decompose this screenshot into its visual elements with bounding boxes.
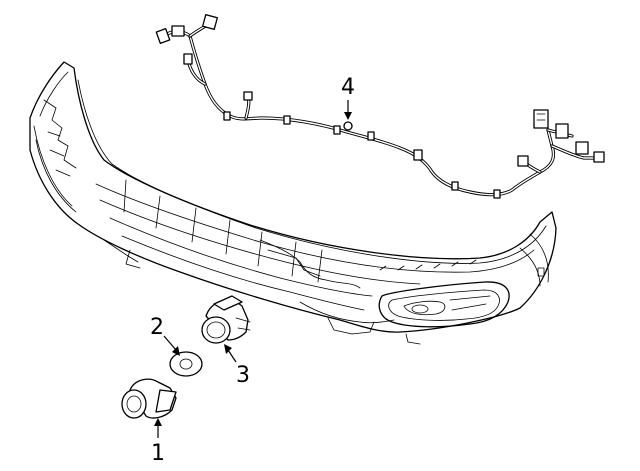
callout-3-label: 3 [236,363,250,388]
sensor-grommet [169,351,203,377]
callout-4-label: 4 [341,75,355,100]
callout-1-label: 1 [151,441,165,466]
callout-2-label: 2 [150,315,164,340]
parking-sensor-wiring-harness [155,14,605,199]
park-assist-sensor [121,378,177,419]
callout-2: 2 [150,315,180,356]
front-bumper [29,61,557,345]
callout-3: 3 [224,344,250,388]
callout-1: 1 [151,418,165,466]
sensor-mounting-bracket [201,295,251,344]
callout-4: 4 [341,75,355,120]
